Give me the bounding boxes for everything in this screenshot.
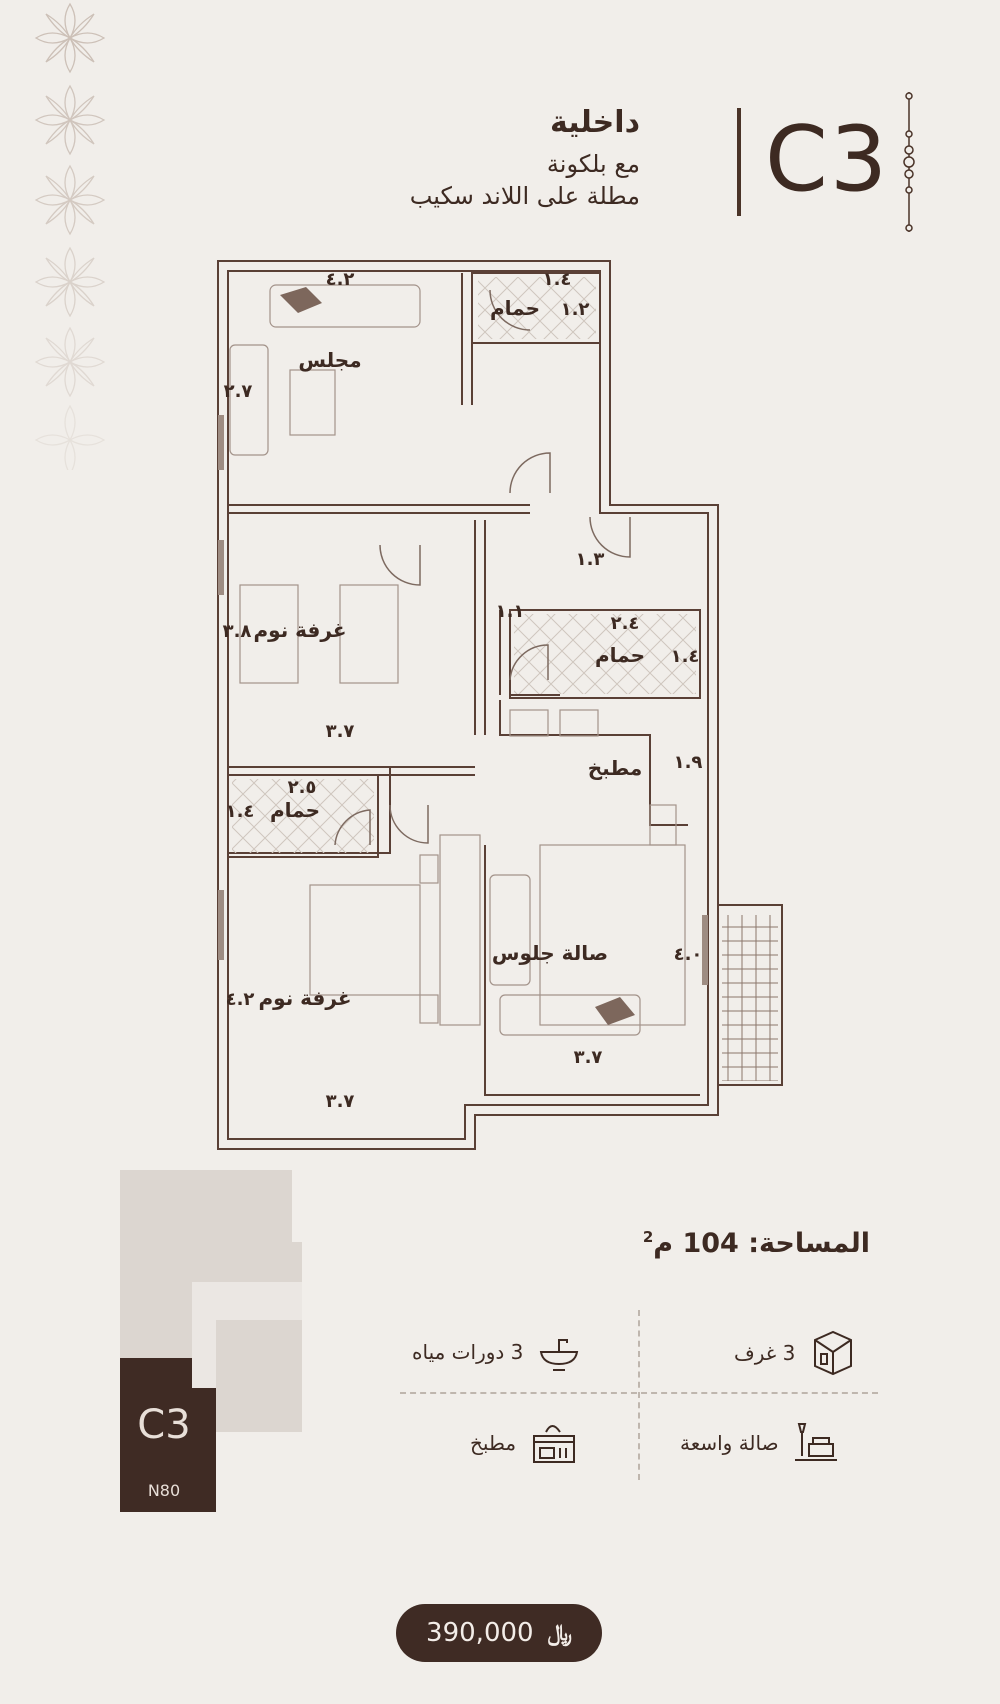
room-label-majlis: مجلس bbox=[298, 348, 361, 372]
unit-feature-view: مطلة على اللاند سكيب bbox=[409, 182, 640, 210]
feature-hall-label: صالة واسعة bbox=[680, 1431, 779, 1455]
dim-bath-left-h: ١.٤ bbox=[226, 801, 255, 822]
room-label-living: صالة جلوس bbox=[492, 941, 608, 965]
stove-icon bbox=[533, 1425, 576, 1463]
feature-hall: صالة واسعة bbox=[680, 1420, 839, 1466]
dim-living-h: ٤.٠ bbox=[674, 944, 703, 965]
unit-type: داخلية bbox=[550, 105, 640, 140]
dim-living-w: ٣.٧ bbox=[574, 1047, 603, 1068]
area-unit: م bbox=[653, 1228, 674, 1259]
room-label-bedroom-1: غرفة نوم bbox=[254, 618, 347, 642]
area-line: المساحة: 104 م2 bbox=[643, 1228, 870, 1259]
unit-description: داخلية مع بلكونة مطلة على اللاند سكيب bbox=[410, 105, 640, 214]
dim-bath-mid-h: ١.٤ bbox=[671, 646, 700, 667]
features-separator-v bbox=[638, 1310, 640, 1480]
floral-ornament-icon bbox=[34, 2, 106, 470]
dim-bath-left-w: ٢.٥ bbox=[288, 777, 317, 798]
area-label: المساحة: bbox=[748, 1228, 870, 1259]
living-room-icon bbox=[794, 1423, 837, 1461]
dim-bath-top-w: ١.٤ bbox=[543, 269, 572, 290]
feature-kitchen: مطبخ bbox=[470, 1420, 578, 1466]
dim-bed1-w: ٣.٧ bbox=[326, 721, 355, 742]
room-cube-icon bbox=[814, 1330, 853, 1376]
key-plan: C3 N80 bbox=[120, 1170, 302, 1512]
bead-line-icon bbox=[903, 92, 915, 232]
area-value: 104 bbox=[682, 1228, 739, 1259]
price-pill: 390,000 ﷼ bbox=[396, 1604, 602, 1662]
area-unit-sup: 2 bbox=[642, 1228, 654, 1246]
room-label-bedroom-2: غرفة نوم bbox=[259, 986, 352, 1010]
feature-rooms-label: 3 غرف bbox=[734, 1341, 796, 1365]
header-divider bbox=[737, 108, 741, 216]
room-label-bath-top: حمام bbox=[490, 296, 540, 320]
feature-kitchen-label: مطبخ bbox=[470, 1431, 517, 1455]
sink-icon bbox=[540, 1339, 579, 1371]
riyal-symbol: ﷼ bbox=[547, 1620, 572, 1646]
dim-bed2-h: ٤.٢ bbox=[226, 989, 255, 1010]
room-label-bath-mid: حمام bbox=[595, 643, 645, 667]
unit-feature-balcony: مع بلكونة bbox=[546, 150, 640, 178]
key-plan-unit-code: C3 bbox=[137, 1402, 190, 1448]
dim-corridor-b: ١.١ bbox=[496, 601, 525, 622]
key-plan-building: N80 bbox=[148, 1481, 180, 1500]
floor-plan: مجلس حمام غرفة نوم حمام مطبخ حمام غرفة ن… bbox=[217, 260, 783, 1150]
room-label-kitchen: مطبخ bbox=[588, 756, 642, 780]
feature-bathrooms-label: 3 دورات مياه bbox=[412, 1340, 524, 1364]
dim-majlis-h: ٢.٧ bbox=[224, 381, 253, 402]
feature-rooms: 3 غرف bbox=[734, 1330, 857, 1376]
dim-majlis-w: ٤.٢ bbox=[326, 269, 355, 290]
room-label-bath-left: حمام bbox=[270, 798, 320, 822]
dim-bath-mid-w: ٢.٤ bbox=[611, 613, 640, 634]
unit-code: C3 bbox=[765, 107, 890, 212]
dim-corridor-a: ١.٣ bbox=[576, 549, 605, 570]
dim-kitchen-h: ١.٩ bbox=[674, 752, 703, 773]
dim-bed1-h: ٣.٨ bbox=[223, 621, 252, 642]
dim-bath-top-h: ١.٢ bbox=[561, 299, 590, 320]
dim-bed2-w: ٣.٧ bbox=[326, 1091, 355, 1112]
feature-bathrooms: 3 دورات مياه bbox=[412, 1330, 581, 1374]
price-value: 390,000 bbox=[426, 1618, 534, 1648]
